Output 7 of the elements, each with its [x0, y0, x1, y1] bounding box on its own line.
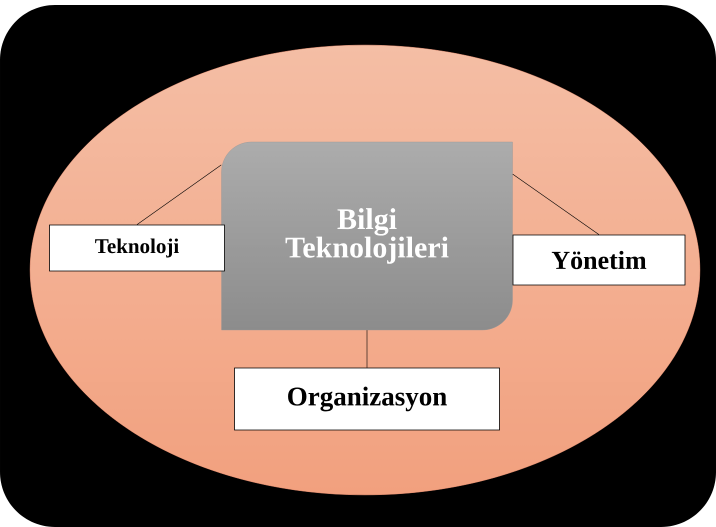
- connector-line: [512, 174, 600, 235]
- label-box: Teknoloji: [49, 224, 225, 272]
- connector-line: [136, 164, 222, 225]
- label-box: Organizasyon: [234, 368, 500, 430]
- label-box: Yönetim: [512, 234, 686, 286]
- connector-line: [366, 330, 368, 368]
- process-box: Bilgi Teknolojileri: [221, 142, 513, 330]
